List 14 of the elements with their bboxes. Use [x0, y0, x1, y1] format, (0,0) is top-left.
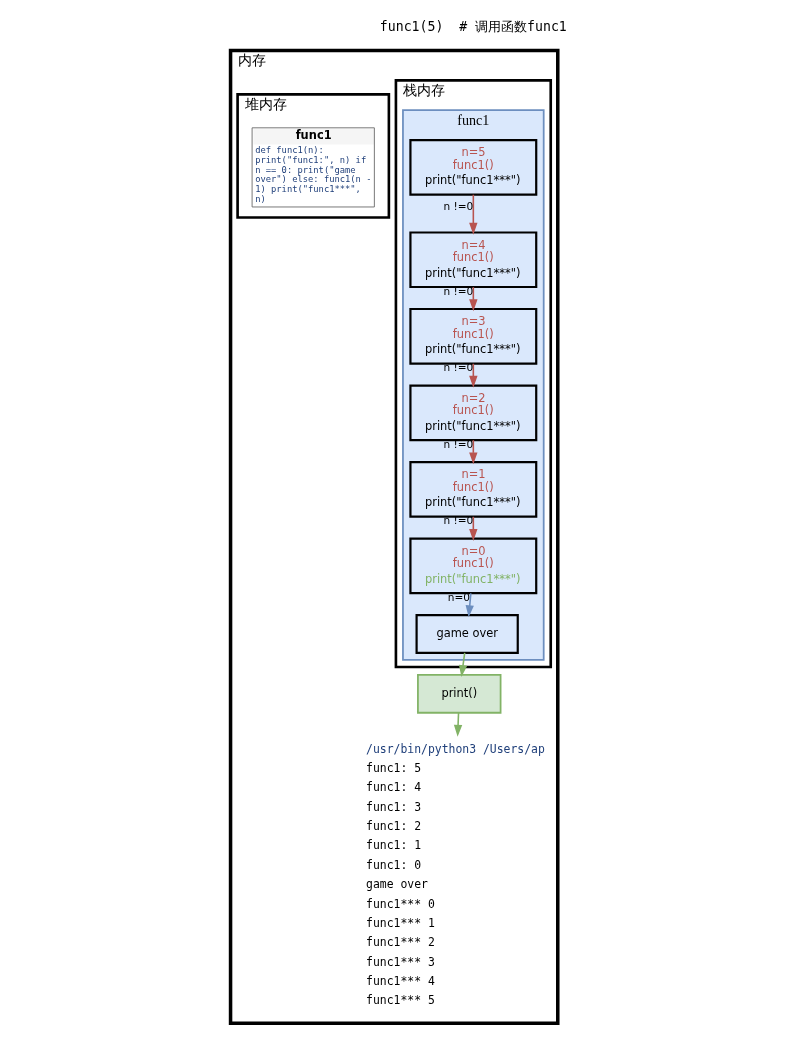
- node-box: game over: [415, 614, 519, 655]
- node-box: n=2 func1() print("func1***"): [409, 384, 538, 442]
- arrow: [453, 712, 463, 737]
- node-box: n=3 func1() print("func1***"): [409, 307, 538, 365]
- arrow: [469, 193, 478, 235]
- node-box: n=5 func1() print("func1***"): [409, 139, 538, 196]
- node-box: print(): [417, 674, 502, 714]
- node-box: n=1 func1() print("func1***"): [409, 460, 538, 518]
- label: func1(5) # 调用函数func1: [379, 18, 567, 34]
- edge-label: n !=0: [443, 200, 474, 213]
- arrow: [465, 592, 474, 618]
- node-text: /usr/bin/python3 /Users/ap func1: 5 func1: 4 func1: 3 func1: 2 func1: 1 func1: 0 game over func1*** 0 func1*** 1 func1*** 2 func1*** 3 func1*** 4 func1*** 5: [366, 741, 545, 1008]
- node-box: n=4 func1() print("func1***"): [409, 231, 538, 289]
- node-box: n=0 func1() print("func1***"): [409, 537, 538, 595]
